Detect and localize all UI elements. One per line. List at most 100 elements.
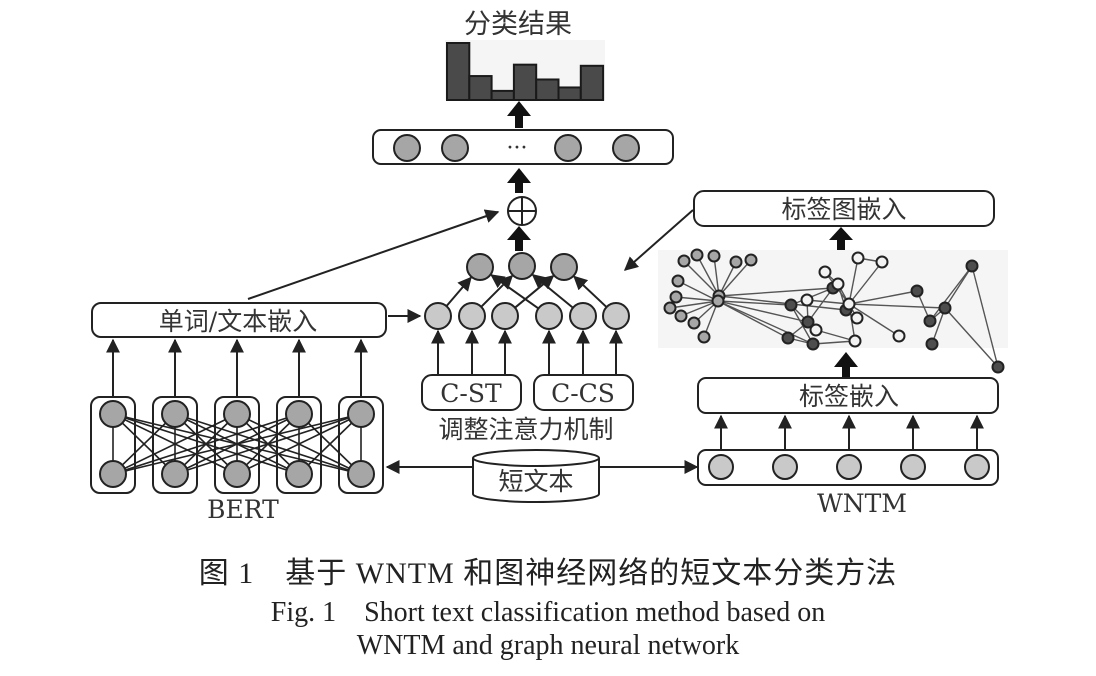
- label-graph-edge: [669, 300, 719, 309]
- bert-node-top: [223, 400, 251, 428]
- attention-output-node: [550, 253, 578, 281]
- label-graph-node: [674, 309, 688, 323]
- label-graph-node-white: [875, 255, 889, 269]
- label-graph-edge: [696, 254, 720, 297]
- c-cs-label: C-CS: [551, 379, 615, 408]
- label-graph-edge: [677, 280, 719, 302]
- label-graph-edge: [944, 307, 999, 368]
- label-graph-edge: [718, 295, 847, 311]
- label-graph-edge: [683, 260, 720, 297]
- label-graph-edge: [812, 340, 856, 345]
- attention-output-nodes: [466, 252, 578, 281]
- wntm-topic-node: [900, 454, 926, 480]
- short-text-database-icon: [472, 449, 600, 503]
- label-graph-node: [744, 253, 758, 267]
- classification-bars: [446, 42, 605, 102]
- label-graph-edge: [718, 287, 834, 297]
- architecture-diagram: 分类结果 ··· 单词/文本嵌入 C-ST C-CS 调整注意力机制: [90, 9, 1008, 524]
- classification-bar: [446, 42, 471, 101]
- label-graph-edge: [675, 296, 719, 302]
- bert-node-top: [161, 400, 189, 428]
- label-graph-node-white: [809, 323, 823, 337]
- classification-bar: [490, 89, 515, 101]
- label-graph-node-dark: [965, 259, 979, 273]
- word-text-embedding-label: 单词/文本嵌入: [159, 307, 317, 336]
- ellipsis: ···: [507, 136, 528, 161]
- label-graph-node-white: [842, 297, 856, 311]
- figure-caption-english-line1: Fig. 1 Short text classification method …: [270, 597, 826, 628]
- attention-output-node: [508, 252, 536, 280]
- attention-output-node: [466, 253, 494, 281]
- label-graph-node-dark: [801, 315, 815, 329]
- bert-node-top: [99, 400, 127, 428]
- classification-bar: [579, 64, 605, 102]
- thick-arrow-to-output: [507, 101, 531, 128]
- label-graph-edge: [848, 290, 918, 305]
- label-graph-node-white: [892, 329, 906, 343]
- label-graph-node-dark: [938, 301, 952, 315]
- wntm-topic-node: [836, 454, 862, 480]
- arrow-graph-embedding-to-attention: [623, 209, 694, 271]
- label-graph-edge: [944, 265, 973, 309]
- attention-edge-arrow: [573, 275, 608, 308]
- classification-result-label: 分类结果: [464, 9, 572, 40]
- label-graph-node: [711, 294, 725, 308]
- label-graph-edge: [806, 299, 850, 305]
- label-graph-node: [671, 274, 685, 288]
- attention-input-node: [458, 302, 486, 330]
- attention-edges: [445, 273, 608, 310]
- bert-node-top: [285, 400, 313, 428]
- label-graph-node: [669, 290, 683, 304]
- label-graph-edge: [717, 300, 814, 345]
- label-graph-node: [697, 330, 711, 344]
- bert-node-bottom: [99, 460, 127, 488]
- label-graph-node-dark: [781, 331, 795, 345]
- label-graph-node: [677, 254, 691, 268]
- label-graph-node-white: [800, 293, 814, 307]
- label-graph-edge: [718, 259, 752, 297]
- classification-bar: [557, 86, 582, 101]
- label-graph-edge: [680, 300, 719, 317]
- label-graph-edge: [717, 300, 792, 306]
- label-graph-node-dark: [991, 360, 1005, 374]
- label-graph-node: [663, 301, 677, 315]
- label-graph-background: [658, 250, 1008, 348]
- label-graph-node-dark: [784, 298, 798, 312]
- label-graph-edge: [717, 300, 789, 339]
- bert-attention-edges: [112, 413, 362, 475]
- c-st-label: C-ST: [440, 379, 502, 408]
- attention-edge-arrow: [531, 273, 574, 309]
- classification-bar: [468, 75, 493, 101]
- attention-edge-arrow: [490, 274, 539, 310]
- label-graph-node-dark: [925, 337, 939, 351]
- label-graph-embedding-label: 标签图嵌入: [781, 195, 906, 224]
- label-embedding-box: [697, 377, 999, 414]
- label-graph-edge: [848, 303, 946, 309]
- classification-bar: [512, 63, 538, 102]
- bert-token-block: [214, 396, 260, 494]
- attention-input-node: [491, 302, 519, 330]
- wntm-to-label-embedding-arrows: [714, 414, 984, 450]
- bert-to-embedding-arrows: [106, 338, 368, 397]
- label-graph-edge: [848, 303, 900, 337]
- label-graph-embedding-box: [693, 190, 995, 227]
- wntm-topic-node: [772, 454, 798, 480]
- output-node: [441, 134, 469, 162]
- output-node: [554, 134, 582, 162]
- wntm-topic-node: [708, 454, 734, 480]
- attention-edge-arrow: [445, 276, 472, 307]
- figure-caption-chinese: 图 1 基于 WNTM 和图神经网络的短文本分类方法: [198, 557, 898, 590]
- bert-node-bottom: [161, 460, 189, 488]
- thick-arrow-to-graph-embedding: [829, 227, 853, 250]
- label-graph-node: [687, 316, 701, 330]
- label-graph-node-white: [831, 277, 845, 291]
- output-node: [612, 134, 640, 162]
- bert-cross-edge: [112, 413, 176, 475]
- attention-input-node: [602, 302, 630, 330]
- bert-cross-edge: [298, 413, 362, 475]
- attention-input-nodes: [424, 302, 630, 375]
- bert-cross-edge: [174, 413, 362, 475]
- wntm-topic-node: [964, 454, 990, 480]
- label-graph-node-dark: [910, 284, 924, 298]
- label-graph-edge: [717, 300, 809, 323]
